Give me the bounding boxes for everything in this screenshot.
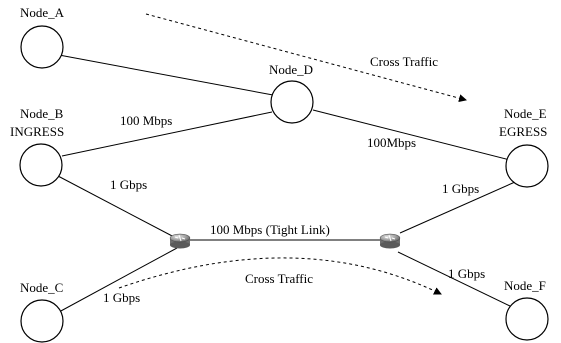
link-e-router2 [399,181,516,234]
cross-traffic-arrow-top [145,13,467,103]
node-b-label: Node_B [20,106,64,121]
link-c-router1-label: 1 Gbps [103,290,140,305]
node-b-role-label: INGRESS [10,124,64,139]
node-e-role-label: EGRESS [499,124,547,139]
router-icon [169,233,191,249]
link-e-router2-label: 1 Gbps [442,181,479,196]
link-b-router1-label: 1 Gbps [110,177,147,192]
link-d-e-label: 100Mbps [367,135,416,150]
link-b-d [61,111,273,157]
cross-traffic-arrow-bottom [118,257,442,295]
link-router2-f-label: 1 Gbps [448,266,485,281]
node-f-label: Node_F [504,278,546,293]
node-c-circle [20,299,64,343]
node-f-circle [505,297,549,341]
node-d-label: Node_D [269,62,313,77]
node-b-circle [19,143,63,187]
node-e-circle [505,144,549,188]
node-a-circle [20,25,64,69]
link-b-d-label: 100 Mbps [120,113,172,128]
node-a-label: Node_A [20,5,65,20]
link-b-router1 [57,175,177,239]
cross-traffic-label-top: Cross Traffic [370,54,438,69]
link-a-d [58,54,274,96]
cross-traffic-label-bottom: Cross Traffic [245,271,313,286]
node-d-circle [270,80,314,124]
link-d-e [312,109,511,161]
link-router2-f [397,251,511,307]
router-icon [379,233,401,249]
link-router1-router2-label: 100 Mbps (Tight Link) [210,222,330,237]
link-c-router1 [58,247,178,313]
node-e-label: Node_E [504,106,547,121]
node-c-label: Node_C [20,280,63,295]
